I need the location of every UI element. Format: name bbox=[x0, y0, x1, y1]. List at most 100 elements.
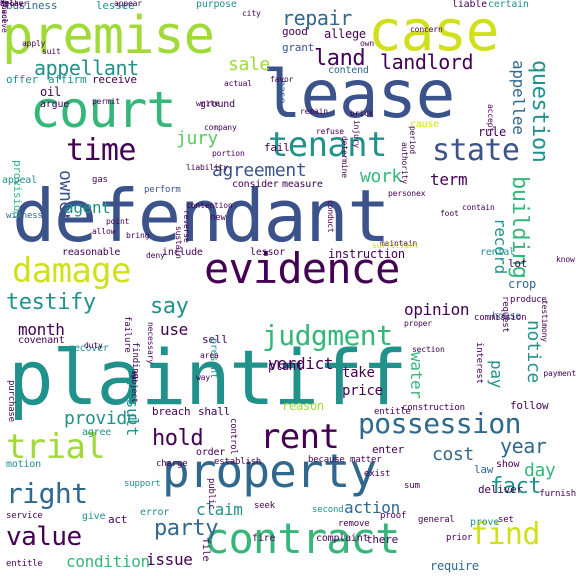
word-landlord: landlord bbox=[380, 50, 474, 74]
word-price: price bbox=[342, 383, 383, 399]
word-personex: personex bbox=[388, 189, 426, 198]
word-repair: repair bbox=[282, 6, 352, 30]
word-there: there bbox=[366, 533, 399, 546]
word-contend: contend bbox=[328, 65, 369, 76]
word-take: take bbox=[342, 365, 375, 381]
word-court: court bbox=[30, 81, 177, 139]
word-actual: actual bbox=[224, 79, 252, 88]
word-lease: lease bbox=[262, 56, 455, 133]
word-provide: provide bbox=[64, 408, 138, 429]
word-find: find bbox=[470, 517, 540, 552]
word-month: month bbox=[18, 320, 65, 339]
word-agreement: agreement bbox=[212, 160, 307, 181]
word-right: right bbox=[6, 477, 88, 510]
word-request: request bbox=[500, 296, 510, 333]
word-failure: failure bbox=[122, 316, 132, 353]
word-question: question bbox=[527, 60, 552, 163]
word-payment: payment bbox=[543, 369, 576, 378]
word-agree: agree bbox=[82, 427, 112, 438]
word-purpose: purpose bbox=[196, 0, 237, 10]
word-prove: prove bbox=[470, 517, 500, 528]
word-gas: gas bbox=[92, 175, 108, 185]
word-say: say bbox=[150, 294, 189, 319]
word-determine: determine bbox=[340, 136, 349, 178]
word-possession: possession bbox=[358, 407, 522, 440]
word-accept: accept bbox=[486, 104, 495, 132]
word-charge: charge bbox=[156, 459, 188, 469]
word-injury: injury bbox=[352, 120, 361, 148]
word-maintain: maintain bbox=[380, 239, 418, 248]
word-testimony: testimony bbox=[540, 300, 549, 342]
word-exist: exist bbox=[364, 469, 391, 479]
word-recover: recover bbox=[68, 343, 109, 354]
word-service: service bbox=[6, 511, 43, 521]
word-know: know bbox=[556, 255, 575, 264]
word-contract: contract bbox=[204, 514, 400, 563]
word-conduct: conduct bbox=[326, 200, 335, 233]
word-appear: appear bbox=[114, 0, 142, 8]
word-foot: foot bbox=[440, 209, 459, 218]
word-plant: plant bbox=[268, 359, 303, 373]
word-reverse: reverse bbox=[182, 210, 191, 243]
word-remove: remove bbox=[338, 519, 370, 529]
word-sustain: sustain bbox=[174, 226, 183, 259]
word-premise: premise bbox=[2, 6, 215, 66]
word-follow: follow bbox=[510, 399, 549, 412]
word-land: land bbox=[314, 46, 366, 71]
word-receive: receive bbox=[92, 73, 137, 86]
word-point: point bbox=[106, 217, 130, 226]
word-seek: seek bbox=[254, 501, 275, 511]
word-favor: favor bbox=[270, 75, 294, 84]
word-allege: allege bbox=[324, 27, 366, 41]
word-proof: proof bbox=[380, 511, 407, 521]
word-broker: broker bbox=[0, 0, 28, 8]
word-year: year bbox=[500, 434, 547, 458]
word-case: case bbox=[368, 0, 500, 64]
word-support: support bbox=[124, 479, 161, 489]
word-time: time bbox=[66, 133, 136, 168]
word-perform: perform bbox=[144, 185, 181, 195]
word-rental: rental bbox=[480, 247, 515, 258]
word-defendant: defendant bbox=[12, 174, 391, 258]
word-general: general bbox=[418, 515, 455, 525]
word-duty: duty bbox=[84, 341, 103, 350]
word-enter: enter bbox=[372, 443, 405, 456]
word-condition: condition bbox=[66, 552, 150, 571]
word-work: work bbox=[360, 166, 402, 187]
word-property: property bbox=[162, 444, 377, 498]
word-complaint: complaint bbox=[316, 533, 369, 544]
word-deliver: deliver bbox=[478, 483, 523, 496]
word-house: house bbox=[492, 311, 522, 322]
word-issue: issue bbox=[146, 550, 193, 569]
word-matter: matter bbox=[350, 455, 382, 465]
word-sale: sale bbox=[228, 54, 270, 75]
word-law: law bbox=[474, 463, 494, 476]
word-day: day bbox=[524, 460, 556, 481]
word-bring: bring bbox=[126, 231, 150, 240]
word-require: require bbox=[430, 559, 479, 573]
word-order: order bbox=[196, 447, 226, 458]
word-apply: apply bbox=[22, 39, 46, 48]
word-establish: establish bbox=[214, 457, 262, 467]
word-contain: contain bbox=[462, 203, 495, 212]
word-permit: permit bbox=[92, 97, 120, 106]
word-witness: witness bbox=[6, 211, 43, 221]
word-argue: argue bbox=[40, 99, 70, 110]
word-contention: contention bbox=[186, 201, 233, 210]
word-lessee: lessee bbox=[96, 0, 135, 12]
word-entitle: entitle bbox=[6, 559, 43, 569]
word-new: new bbox=[210, 213, 226, 223]
word-liable: liable bbox=[452, 0, 487, 10]
word-business: business bbox=[6, 0, 58, 12]
word-set: set bbox=[498, 515, 514, 525]
word-prior: prior bbox=[446, 533, 473, 543]
word-covenant: covenant bbox=[18, 335, 65, 346]
word-brick: brick bbox=[350, 109, 374, 118]
word-evidence: evidence bbox=[204, 244, 400, 293]
word-rule: rule bbox=[478, 125, 506, 139]
word-trial: trial bbox=[6, 427, 106, 467]
word-area: area bbox=[200, 351, 219, 360]
word-hold: hold bbox=[152, 426, 204, 451]
word-proper: proper bbox=[404, 319, 432, 328]
